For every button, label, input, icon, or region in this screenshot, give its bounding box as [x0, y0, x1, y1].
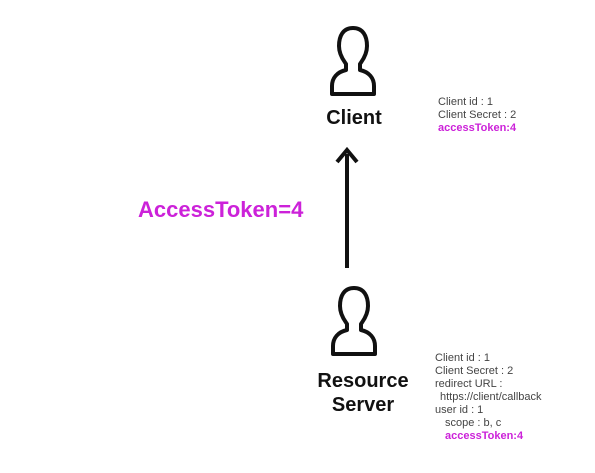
- resource-server-info-client-secret: Client Secret : 2: [435, 365, 514, 377]
- resource-server-info-user-id: user id : 1: [435, 404, 484, 416]
- resource-server-label-line1: Resource: [317, 370, 409, 392]
- client-info-client-id: Client id : 1: [438, 96, 494, 108]
- arrow-up-icon: [333, 146, 361, 270]
- client-info: Client id : 1 Client Secret : 2 accessTo…: [438, 96, 516, 135]
- resource-server-info: Client id : 1 Client Secret : 2 redirect…: [435, 352, 542, 443]
- client-info-client-secret: Client Secret : 2: [438, 109, 517, 121]
- client-person-icon: [327, 24, 379, 96]
- client-label: Client: [326, 107, 382, 129]
- client-info-access-token: accessToken:4: [438, 122, 517, 134]
- resource-server-label-line2: Server: [331, 394, 395, 416]
- resource-server-info-redirect-label: redirect URL :: [435, 378, 503, 390]
- resource-server-person-icon: [328, 284, 380, 356]
- resource-server-info-redirect-url: https://client/callback: [440, 391, 542, 403]
- access-token-flow-label: AccessToken=4: [138, 197, 304, 222]
- resource-server-info-client-id: Client id : 1: [435, 352, 491, 364]
- resource-server-info-scope: scope : b, c: [445, 417, 502, 429]
- resource-server-info-access-token: accessToken:4: [445, 430, 524, 442]
- resource-server-label: Resource Server: [302, 369, 424, 417]
